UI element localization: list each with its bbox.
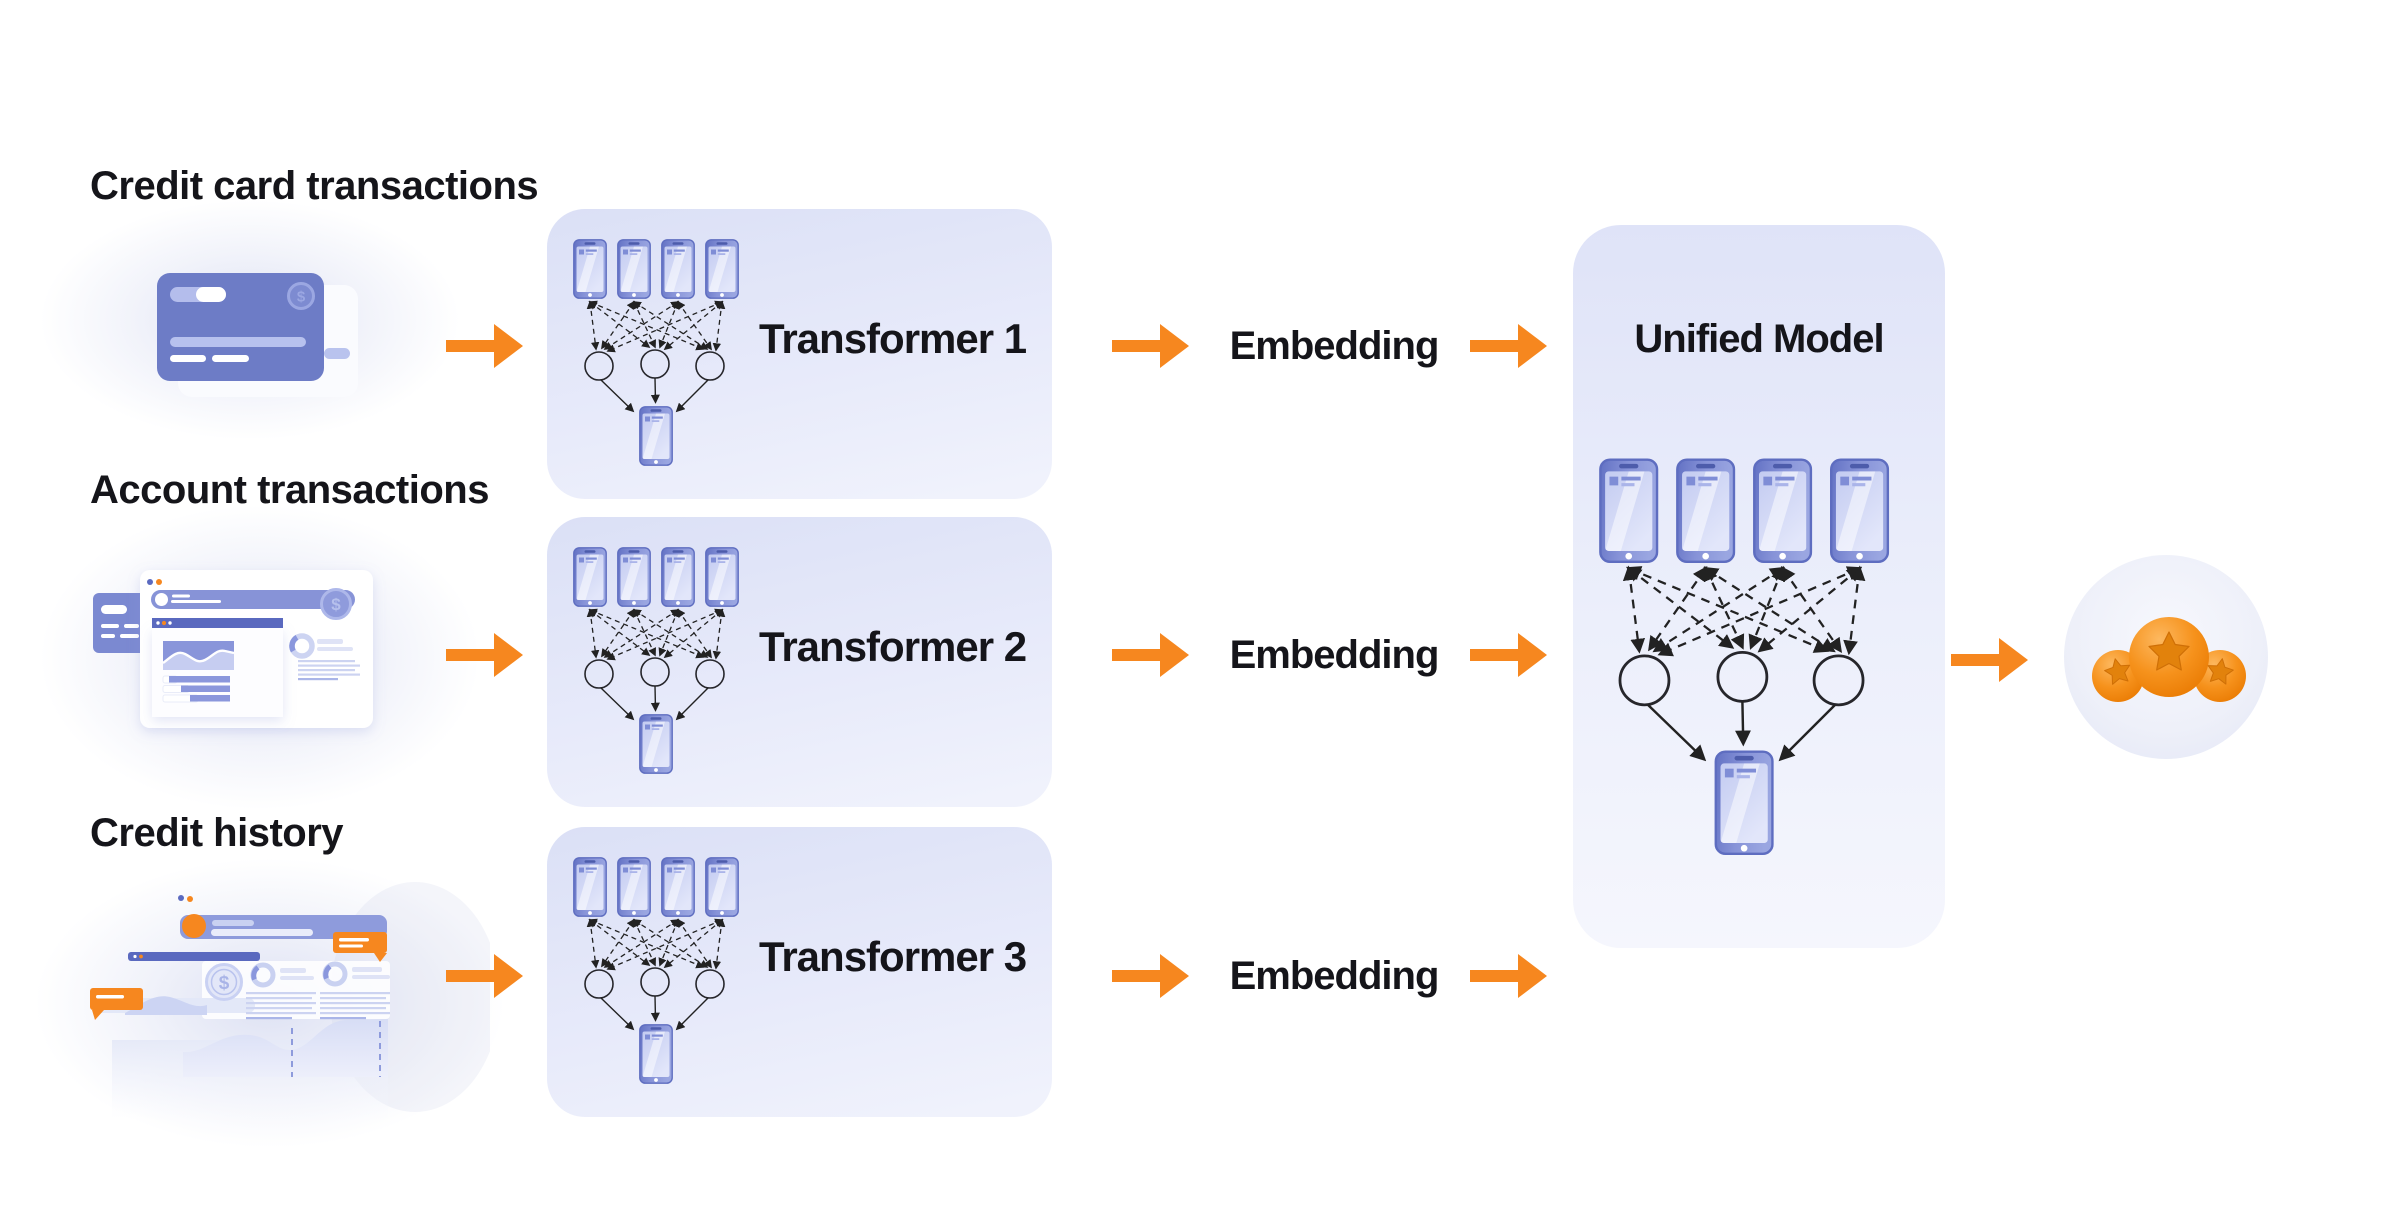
flow-arrow xyxy=(1470,324,1547,368)
transformer-panel-3: Transformer 3 xyxy=(547,827,1052,1117)
transformer-panel-1: Transformer 1 xyxy=(547,209,1052,499)
credit-card-illustration: $ xyxy=(157,273,358,397)
row-title-credit-history: Credit history xyxy=(90,811,344,855)
row-title-account: Account transactions xyxy=(90,468,489,512)
flow-arrow xyxy=(1112,954,1189,998)
credit-history-illustration: $ xyxy=(90,882,490,1120)
svg-text:$: $ xyxy=(331,595,341,614)
flow-arrow xyxy=(446,324,523,368)
transformer-label: Transformer 3 xyxy=(759,933,1027,980)
embedding-label: Embedding xyxy=(1229,633,1440,677)
transformer-network-icon xyxy=(573,857,756,1086)
star-icon xyxy=(2148,631,2190,671)
unified-network-icon xyxy=(1599,458,1919,859)
embedding-label: Embedding xyxy=(1229,954,1440,998)
unified-model-panel: Unified Model xyxy=(1573,225,1945,948)
transformer-label: Transformer 1 xyxy=(759,315,1027,362)
flow-arrow xyxy=(1112,324,1189,368)
account-transactions-illustration: $ xyxy=(93,570,373,728)
svg-text:$: $ xyxy=(297,289,306,306)
flow-arrow xyxy=(1470,633,1547,677)
flow-arrow xyxy=(446,954,523,998)
transformer-label: Transformer 2 xyxy=(759,623,1027,670)
transformer-network-icon xyxy=(573,547,756,776)
flow-arrow xyxy=(1951,638,2028,682)
row-title-credit-card: Credit card transactions xyxy=(90,164,539,208)
transformer-network-icon xyxy=(573,239,756,468)
star-icon xyxy=(2104,658,2131,685)
transformer-panel-2: Transformer 2 xyxy=(547,517,1052,807)
flow-arrow xyxy=(1112,633,1189,677)
embedding-label: Embedding xyxy=(1229,324,1440,368)
flow-arrow xyxy=(1470,954,1547,998)
star-rating-icon xyxy=(2064,555,2268,759)
unified-model-title: Unified Model xyxy=(1634,317,1884,361)
star-icon xyxy=(2207,658,2234,685)
flow-arrow xyxy=(446,633,523,677)
svg-text:$: $ xyxy=(219,973,230,994)
